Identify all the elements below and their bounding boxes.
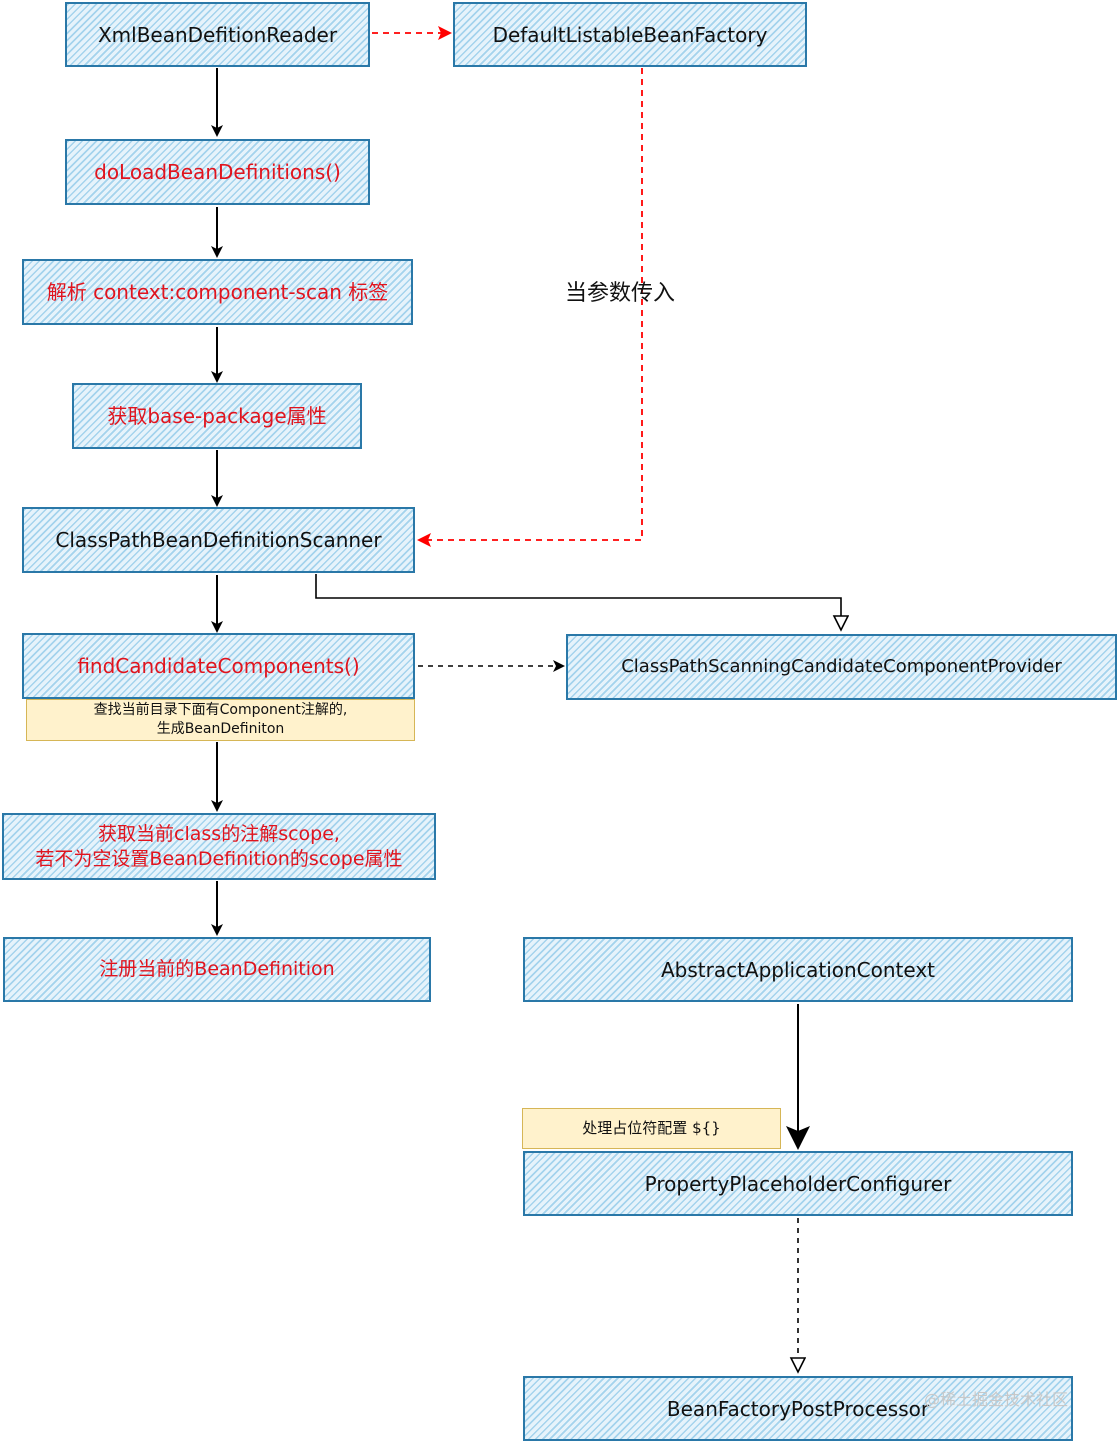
- label-as-param: 当参数传入: [565, 281, 676, 306]
- edge-scanner-extends-provider: [315, 574, 841, 630]
- node-register-bean-definition: 注册当前的BeanDefinition: [3, 937, 431, 1002]
- note-find-line2: 生成BeanDefiniton: [156, 721, 285, 737]
- note-placeholder: 处理占位符配置 ${}: [522, 1108, 781, 1149]
- watermark: @稀土掘金技术社区: [924, 1390, 1069, 1409]
- node-parse-component-scan: 解析 context:component-scan 标签: [22, 259, 413, 325]
- node-find-candidate-components: findCandidateComponents(): [22, 633, 415, 699]
- note-find-line1: 查找当前目录下面有Component注解的,: [93, 702, 348, 719]
- node-class-path-bean-definition-scanner: ClassPathBeanDefinitionScanner: [22, 507, 415, 573]
- node-class-path-scanning-candidate-component-provider: ClassPathScanningCandidateComponentProvi…: [566, 634, 1117, 700]
- node-get-base-package: 获取base-package属性: [72, 383, 362, 449]
- node-bean-factory-post-processor: BeanFactoryPostProcessor: [523, 1376, 1073, 1441]
- node-set-scope-line2: 若不为空设置BeanDefinition的scope属性: [35, 847, 403, 870]
- node-abstract-application-context: AbstractApplicationContext: [523, 937, 1073, 1002]
- node-set-scope-line1: 获取当前class的注解scope,: [98, 822, 340, 845]
- node-set-scope: 获取当前class的注解scope, 若不为空设置BeanDefinition的…: [2, 813, 436, 880]
- edge-factory-to-scanner: [417, 68, 643, 547]
- node-do-load-bean-definitions: doLoadBeanDefinitions(): [65, 139, 370, 205]
- node-property-placeholder-configurer: PropertyPlaceholderConfigurer: [523, 1151, 1073, 1216]
- note-find-candidates: 查找当前目录下面有Component注解的, 生成BeanDefiniton: [26, 699, 415, 741]
- node-default-listable-bean-factory: DefaultListableBeanFactory: [453, 2, 807, 67]
- node-xml-bean-definition-reader: XmlBeanDefitionReader: [65, 2, 370, 67]
